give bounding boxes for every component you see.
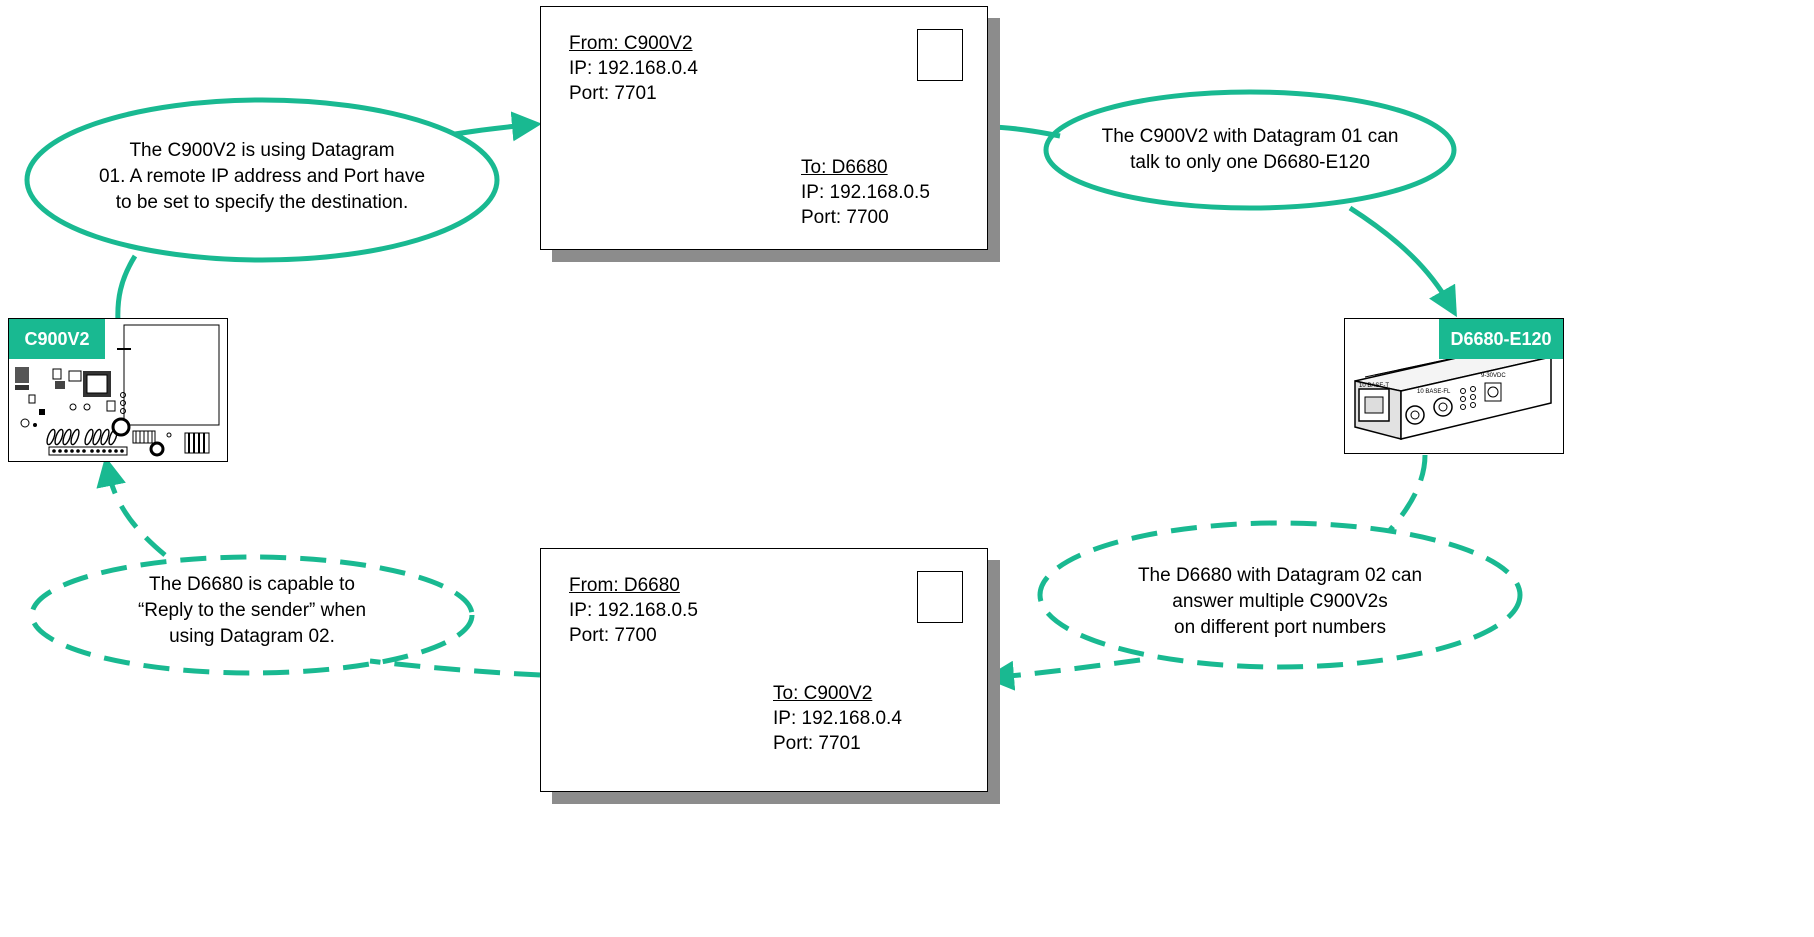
dashed-connector-d6680-to-bubble [1388,454,1428,532]
bubble-text-bottom-right: The D6680 with Datagram 02 can answer mu… [1090,563,1470,641]
bubble-line: The D6680 with Datagram 02 can [1137,565,1423,586]
bubble-line: talk to only one D6680-E120 [1130,152,1370,173]
fiber-label: 10 BASE-FL [1417,389,1451,395]
from-ip: IP: 192.168.0.4 [569,58,698,79]
bubble-line: The C900V2 is using Datagram [129,140,395,161]
bubble-top-left [24,97,500,263]
dashed-arrow-to-bottom-envelope [984,657,1141,691]
envelope-body: From: C900V2 IP: 192.168.0.4 Port: 7701 … [540,6,988,250]
to-port: Port: 7701 [773,733,861,754]
bubble-line: “Reply to the sender” when [137,600,367,621]
c900v2-label: C900V2 [9,319,105,359]
bubble-text-bottom-left: The D6680 is capable to “Reply to the se… [82,572,422,650]
bubble-bottom-left [29,554,475,676]
from-heading: From: C900V2 [569,33,693,54]
bubble-top-right [1043,89,1457,211]
from-port: Port: 7701 [569,83,657,104]
bubble-bottom-right [1037,520,1523,670]
envelope-top: From: C900V2 IP: 192.168.0.4 Port: 7701 … [540,6,1000,262]
bubble-line: on different port numbers [1174,617,1386,638]
to-heading: To: C900V2 [773,683,873,704]
envelope-body: From: D6680 IP: 192.168.0.5 Port: 7700 T… [540,548,988,792]
bubble-text-top-right: The C900V2 with Datagram 01 can talk to … [1070,124,1430,176]
to-ip: IP: 192.168.0.5 [801,182,930,203]
to-address: To: C900V2 IP: 192.168.0.4 Port: 7701 [773,681,902,756]
arrow-to-d6680 [1348,205,1457,318]
bubble-line: answer multiple C900V2s [1172,591,1388,612]
bubble-line: to be set to specify the destination. [115,192,409,213]
dashed-arrow-to-c900v2 [96,456,167,557]
to-ip: IP: 192.168.0.4 [773,708,902,729]
dashed-connector-envelope-to-bubble [369,658,541,678]
from-ip: IP: 192.168.0.5 [569,600,698,621]
from-heading: From: D6680 [569,575,680,596]
converter-image: 10 BASE-T 10 BASE-FL 9-30VDC [1354,342,1552,440]
from-address: From: D6680 IP: 192.168.0.5 Port: 7700 [569,573,698,648]
envelope-bottom: From: D6680 IP: 192.168.0.5 Port: 7700 T… [540,548,1000,804]
bubble-line: The C900V2 with Datagram 01 can [1101,126,1399,147]
d6680-device: 10 BASE-T 10 BASE-FL 9-30VDC D6680-E120 [1344,318,1564,454]
d6680-label: D6680-E120 [1439,319,1563,359]
to-address: To: D6680 IP: 192.168.0.5 Port: 7700 [801,155,930,230]
bubble-line: The D6680 is capable to [149,574,355,595]
from-address: From: C900V2 IP: 192.168.0.4 Port: 7701 [569,31,698,106]
bubble-line: 01. A remote IP address and Port have [98,166,426,187]
to-port: Port: 7700 [801,207,889,228]
power-label: 9-30VDC [1481,373,1506,379]
circuit-board-image [15,324,220,457]
to-heading: To: D6680 [801,157,888,178]
from-port: Port: 7700 [569,625,657,646]
stamp-box [917,29,963,81]
bubble-text-top-left: The C900V2 is using Datagram 01. A remot… [62,138,462,216]
connector-bubble-to-c900v2 [115,254,138,323]
port-label: 10 BASE-T [1359,383,1389,389]
arrow-to-top-envelope [454,111,542,142]
stamp-box [917,571,963,623]
c900v2-device: C900V2 [8,318,228,462]
bubble-line: using Datagram 02. [169,626,335,647]
